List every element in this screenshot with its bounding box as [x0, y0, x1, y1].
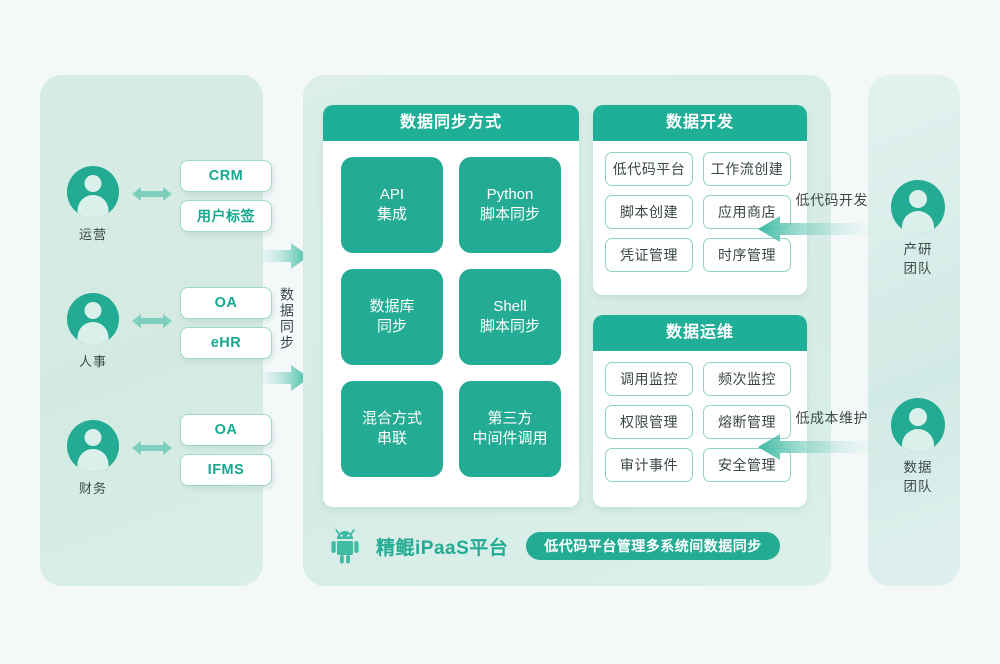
avatar: 财务	[62, 420, 124, 497]
avatar: 数据 团队	[876, 398, 960, 496]
avatar: 运营	[62, 166, 124, 243]
card-title: 数据同步方式	[323, 105, 579, 141]
left-arrow-icon	[758, 434, 870, 460]
system-pill-group: OA eHR	[180, 287, 272, 367]
tile-line-1: API	[379, 186, 405, 203]
system-pill[interactable]: IFMS	[180, 454, 272, 486]
tile-line-1: Shell	[493, 298, 527, 315]
tile-line-1: 数据库	[369, 298, 415, 315]
sync-label: 数据同步	[279, 287, 295, 351]
avatar: 人事	[62, 293, 124, 370]
ops-feature-box[interactable]: 频次监控	[703, 362, 791, 396]
person-icon	[891, 180, 945, 234]
team-caption: 低成本维护	[795, 410, 868, 426]
system-pill[interactable]: 用户标签	[180, 200, 272, 232]
person-icon	[67, 293, 119, 345]
system-pill-group: OA IFMS	[180, 414, 272, 494]
sync-flow-band: 数据同步	[261, 75, 309, 586]
team-label: 数据 团队	[876, 458, 960, 496]
system-pill[interactable]: eHR	[180, 327, 272, 359]
sync-method-tile[interactable]: Python 脚本同步	[459, 157, 561, 253]
dev-feature-box[interactable]: 工作流创建	[703, 152, 791, 186]
brand-footer: 精鲲iPaaS平台 低代码平台管理多系统间数据同步	[330, 525, 780, 567]
tile-line-2: 脚本同步	[479, 206, 540, 223]
ops-feature-box[interactable]: 权限管理	[605, 405, 693, 439]
card-title: 数据开发	[593, 105, 807, 141]
sync-method-tile[interactable]: Shell 脚本同步	[459, 269, 561, 365]
person-row: 运营 CRM 用户标签	[40, 160, 272, 270]
team-label: 产研 团队	[876, 240, 960, 278]
person-role-label: 运营	[78, 227, 107, 242]
brand-tagline-badge: 低代码平台管理多系统间数据同步	[526, 532, 780, 560]
left-arrow-icon	[758, 216, 870, 242]
right-arrow-icon	[261, 365, 309, 391]
system-pill[interactable]: OA	[180, 414, 272, 446]
tile-line-1: Python	[486, 186, 534, 203]
sync-method-tile[interactable]: 混合方式 串联	[341, 381, 443, 477]
team-label-line-2: 团队	[903, 261, 933, 276]
brand-name: 精鲲iPaaS平台	[376, 537, 509, 559]
person-icon	[67, 420, 119, 472]
card-data-development: 数据开发 低代码平台 工作流创建 脚本创建 应用商店 凭证管理 时序管理	[593, 105, 807, 295]
person-role-label: 人事	[78, 354, 107, 369]
double-arrow-icon	[132, 313, 172, 329]
tile-line-2: 脚本同步	[479, 318, 540, 335]
tile-line-2: 中间件调用	[472, 430, 548, 447]
ops-feature-box[interactable]: 审计事件	[605, 448, 693, 482]
system-pill[interactable]: OA	[180, 287, 272, 319]
dev-feature-box[interactable]: 凭证管理	[605, 238, 693, 272]
android-robot-icon	[330, 527, 366, 565]
system-pill-group: CRM 用户标签	[180, 160, 272, 240]
person-row: 人事 OA eHR	[40, 287, 272, 397]
tile-line-2: 串联	[376, 430, 407, 447]
dev-feature-box[interactable]: 低代码平台	[605, 152, 693, 186]
person-role-label: 财务	[78, 481, 107, 496]
double-arrow-icon	[132, 186, 172, 202]
dev-feature-grid: 低代码平台 工作流创建 脚本创建 应用商店 凭证管理 时序管理	[593, 141, 807, 283]
team-label-line-2: 团队	[903, 479, 933, 494]
person-icon	[891, 398, 945, 452]
tile-line-1: 混合方式	[361, 410, 422, 427]
right-teams-panel	[868, 75, 960, 586]
left-systems-panel: 运营 CRM 用户标签 人事 OA eHR	[40, 75, 272, 586]
person-row: 财务 OA IFMS	[40, 414, 272, 524]
tile-line-2: 同步	[376, 318, 407, 335]
ops-feature-box[interactable]: 熔断管理	[703, 405, 791, 439]
ops-feature-grid: 调用监控 频次监控 权限管理 熔断管理 审计事件 安全管理	[593, 351, 807, 493]
card-title: 数据运维	[593, 315, 807, 351]
ops-feature-box[interactable]: 调用监控	[605, 362, 693, 396]
dev-feature-box[interactable]: 时序管理	[703, 238, 791, 272]
person-icon	[67, 166, 119, 218]
sync-method-grid: API 集成 Python 脚本同步 数据库 同步 Shell 脚本同步 混合方…	[323, 141, 579, 493]
team-label-line-1: 数据	[903, 460, 933, 475]
double-arrow-icon	[132, 440, 172, 456]
card-data-sync-methods: 数据同步方式 API 集成 Python 脚本同步 数据库 同步 Shell 脚…	[323, 105, 579, 507]
sync-method-tile[interactable]: API 集成	[341, 157, 443, 253]
dev-feature-box[interactable]: 脚本创建	[605, 195, 693, 229]
right-arrow-icon	[261, 243, 309, 269]
tile-line-1: 第三方	[487, 410, 533, 427]
system-pill[interactable]: CRM	[180, 160, 272, 192]
avatar: 产研 团队	[876, 180, 960, 278]
tile-line-2: 集成	[376, 206, 407, 223]
sync-method-tile[interactable]: 第三方 中间件调用	[459, 381, 561, 477]
sync-method-tile[interactable]: 数据库 同步	[341, 269, 443, 365]
team-caption: 低代码开发	[795, 192, 868, 208]
team-label-line-1: 产研	[903, 242, 933, 257]
card-data-operations: 数据运维 调用监控 频次监控 权限管理 熔断管理 审计事件 安全管理	[593, 315, 807, 507]
